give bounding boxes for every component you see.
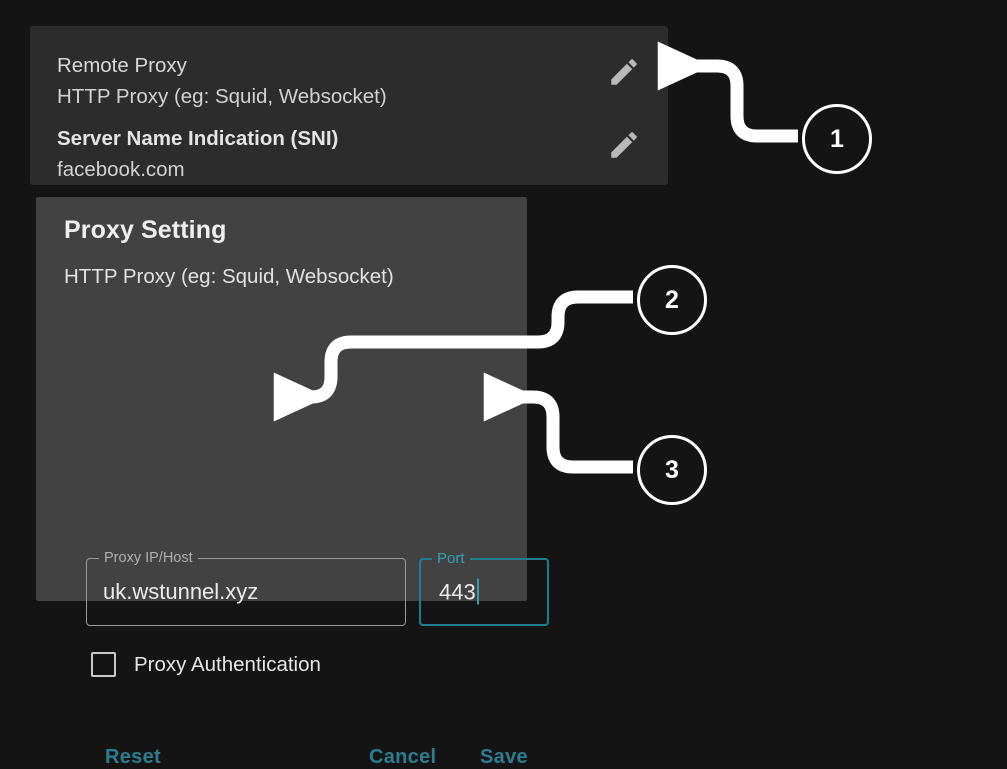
pencil-edit-icon[interactable] xyxy=(607,55,641,89)
dialog-subtitle: HTTP Proxy (eg: Squid, Websocket) xyxy=(64,265,394,288)
proxy-authentication-checkbox[interactable] xyxy=(91,652,116,677)
proxy-setting-dialog: Proxy Setting HTTP Proxy (eg: Squid, Web… xyxy=(36,197,549,768)
remote-proxy-subtitle: HTTP Proxy (eg: Squid, Websocket) xyxy=(57,85,387,108)
remote-proxy-text: Remote Proxy HTTP Proxy (eg: Squid, Webs… xyxy=(30,51,607,112)
sni-text: Server Name Indication (SNI) facebook.co… xyxy=(30,124,607,185)
pencil-edit-icon[interactable] xyxy=(607,128,641,162)
callout-badge-2: 2 xyxy=(637,265,707,335)
proxy-host-label: Proxy IP/Host xyxy=(99,549,198,567)
cancel-button[interactable]: Cancel xyxy=(369,746,437,768)
callout-badge-3: 3 xyxy=(637,435,707,505)
settings-panel: Remote Proxy HTTP Proxy (eg: Squid, Webs… xyxy=(30,26,668,185)
proxy-authentication-row[interactable]: Proxy Authentication xyxy=(91,652,321,677)
port-field[interactable]: Port 443 xyxy=(419,550,549,626)
save-button[interactable]: Save xyxy=(480,746,528,768)
callout-badge-1: 1 xyxy=(802,104,872,174)
remote-proxy-title: Remote Proxy xyxy=(57,54,187,77)
sidebar-item-sni[interactable]: Server Name Indication (SNI) facebook.co… xyxy=(30,124,668,185)
text-caret xyxy=(476,578,479,605)
port-value: 443 xyxy=(439,579,476,605)
proxy-host-field[interactable]: Proxy IP/Host uk.wstunnel.xyz xyxy=(86,549,406,626)
sni-subtitle: facebook.com xyxy=(57,158,185,181)
port-value-wrap: 443 xyxy=(439,578,479,606)
annotation-arrow-1 xyxy=(657,41,798,143)
sni-title: Server Name Indication (SNI) xyxy=(57,127,339,150)
sidebar-item-remote-proxy[interactable]: Remote Proxy HTTP Proxy (eg: Squid, Webs… xyxy=(30,51,668,112)
port-label: Port xyxy=(432,550,470,568)
screenshot-stage: Remote Proxy HTTP Proxy (eg: Squid, Webs… xyxy=(30,26,872,768)
dialog-title: Proxy Setting xyxy=(64,216,227,244)
reset-button[interactable]: Reset xyxy=(105,746,161,768)
proxy-host-value: uk.wstunnel.xyz xyxy=(103,579,259,604)
proxy-authentication-label: Proxy Authentication xyxy=(134,652,321,676)
